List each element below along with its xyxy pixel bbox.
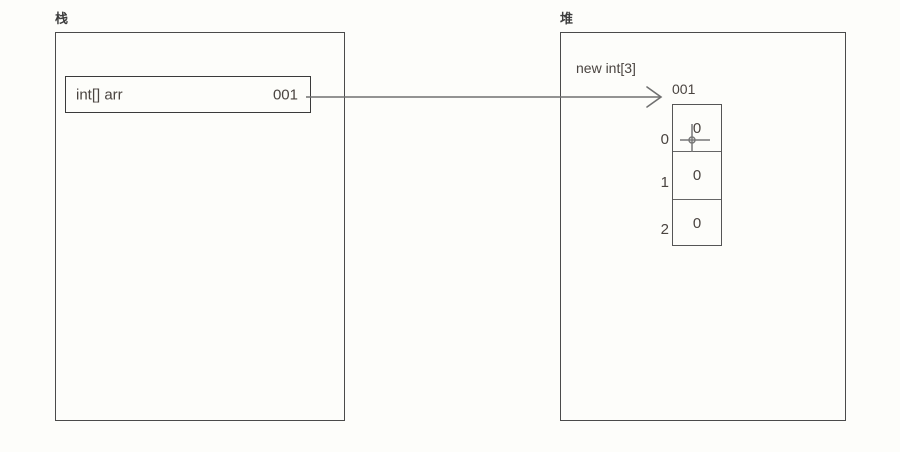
- heap-array-box: 0 0 0: [672, 104, 722, 246]
- array-cell-value: 0: [692, 167, 702, 184]
- heap-region-box: [560, 32, 846, 421]
- stack-region-label: 栈: [55, 11, 69, 26]
- array-index-label: 2: [660, 221, 669, 238]
- array-index-label: 1: [660, 174, 669, 191]
- array-cell-value: 0: [692, 215, 702, 232]
- array-cell-value: 0: [692, 119, 702, 137]
- array-cell: 0: [673, 152, 721, 200]
- variable-value-label: 001: [272, 86, 298, 103]
- array-index-label: 0: [660, 131, 669, 148]
- heap-allocation-label: new int[3]: [576, 60, 636, 76]
- variable-declaration-label: int[] arr: [76, 86, 123, 103]
- array-cell: 0: [673, 105, 721, 152]
- array-cell: 0: [673, 200, 721, 247]
- stack-variable-box: int[] arr 001: [65, 76, 311, 113]
- heap-region-label: 堆: [560, 11, 574, 26]
- stack-region-box: [55, 32, 345, 421]
- heap-address-label: 001: [672, 81, 696, 97]
